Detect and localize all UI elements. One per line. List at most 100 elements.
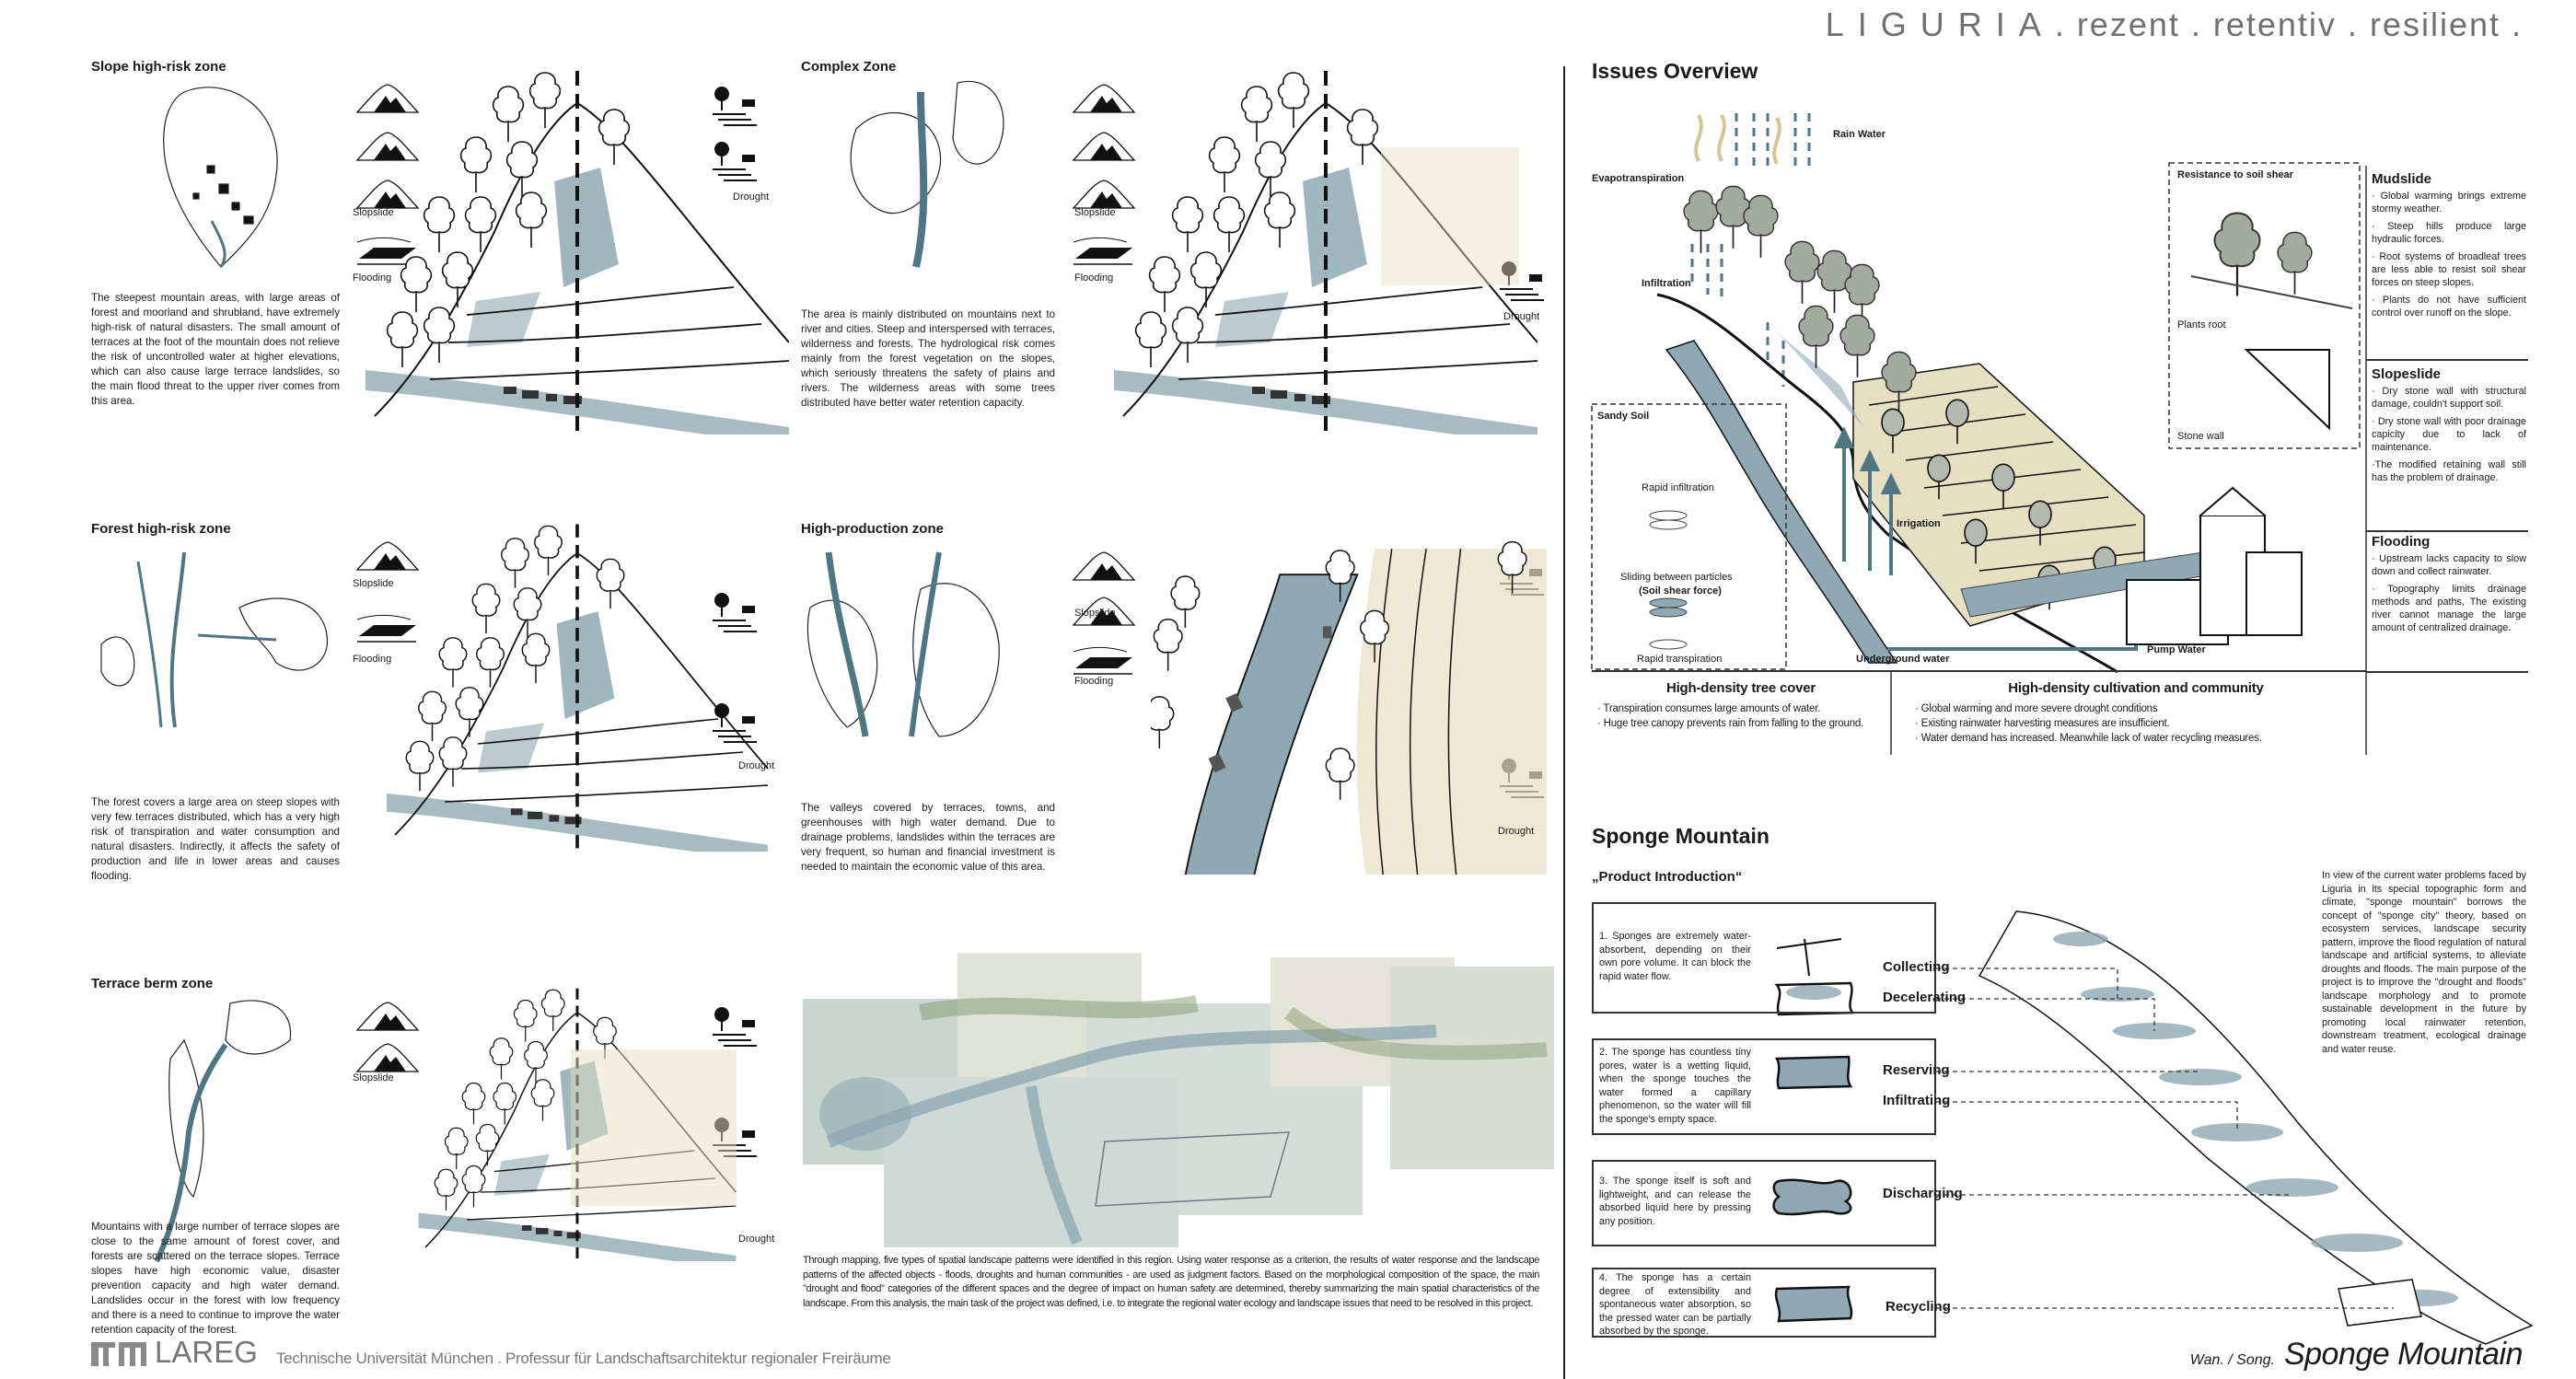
institution-name: Technische Universität München . Profess…: [276, 1350, 891, 1367]
sketch-production-zone: [1145, 542, 1547, 885]
zone-label-drought: Drought: [1498, 826, 1535, 837]
table-cultivation: High-density cultivation and community ·…: [1915, 681, 2357, 746]
zone-text-forest: The forest covers a large area on steep …: [91, 796, 340, 882]
step-text: 4. The sponge has a certain degree of ex…: [1599, 1272, 1751, 1337]
label-rain-water: Rain Water: [1833, 129, 1886, 140]
zone-label-flooding: Flooding: [353, 654, 392, 665]
step-text: 1. Sponges are extremely water-absorbent…: [1599, 931, 1751, 982]
authors: Wan. / Song.: [2189, 1352, 2275, 1368]
label-infiltration: Infiltration: [1642, 278, 1691, 289]
tum-logo: [91, 1342, 146, 1366]
zone-label-flooding: Flooding: [1074, 676, 1114, 687]
sponge-mountain-drawing: [1772, 910, 2534, 1345]
zone-label-drought: Drought: [738, 1234, 775, 1245]
zone-text-complex: The area is mainly distributed on mounta…: [801, 308, 1055, 409]
label-recycling: Recycling: [1886, 1299, 1951, 1315]
sponge-step-1: 1. Sponges are extremely water-absorbent…: [1592, 902, 1936, 1014]
label-reserving: Reserving: [1883, 1062, 1950, 1078]
mapping-summary: Through mapping, five types of spatial l…: [803, 1255, 1539, 1309]
table-point: · Huge tree canopy prevents rain from fa…: [1597, 718, 1864, 729]
label-infiltrating: Infiltrating: [1883, 1093, 1951, 1108]
table-point: · Water demand has increased. Meanwhile …: [1915, 733, 2262, 744]
zone-label-flooding: Flooding: [1074, 272, 1114, 284]
sponge-step-4: 4. The sponge has a certain degree of ex…: [1592, 1268, 1936, 1338]
aerial-photo-collage: [803, 953, 1554, 1247]
step-text: 3. The sponge itself is soft and lightwe…: [1599, 1176, 1751, 1227]
issue-divider: [2366, 671, 2528, 673]
map-production-zone: [806, 551, 1000, 737]
label-soil-shear: Resistance to soil shear: [2177, 169, 2293, 180]
issue-point: · Upstream lacks capacity to slow down a…: [2372, 553, 2526, 577]
zone-label-drought: Drought: [1503, 311, 1540, 322]
step-text: 2. The sponge has countless tiny pores, …: [1599, 1047, 1751, 1125]
zone-text-production: The valleys covered by terraces, towns, …: [801, 802, 1055, 873]
sketch-forest-zone: [387, 504, 768, 868]
zone-label-flooding: Flooding: [353, 272, 392, 284]
project-name: Sponge Mountain: [2283, 1337, 2524, 1372]
issue-point: · Steep hills produce large hydraulic fo…: [2372, 221, 2526, 245]
issues-diagram: [1591, 113, 2367, 755]
label-rapid-transpiration: Rapid transpiration: [1637, 654, 1723, 665]
issue-point: · Topography limits drainage methods and…: [2372, 584, 2526, 633]
sponge-step-2: 2. The sponge has countless tiny pores, …: [1592, 1038, 1936, 1135]
plant-root-sketch: [2190, 212, 2353, 431]
sponge-3-icon: [1772, 1178, 1852, 1216]
issues-title: Issues Overview: [1592, 59, 1758, 83]
issue-point: ·The modified retaining wall still has t…: [2372, 459, 2526, 483]
poster-title: LIGURIA. rezent . retentiv . resilient .: [1826, 6, 2523, 44]
table-point: · Existing rainwater harvesting measures…: [1915, 718, 2170, 729]
zone-title-slope: Slope high-risk zone: [91, 59, 226, 75]
zone-label-slopslide: Slopslide: [353, 1072, 394, 1084]
soil-shear-box: [2168, 162, 2361, 449]
label-sliding: Sliding between particles: [1620, 572, 1733, 583]
label-rapid-infiltration: Rapid infiltration: [1642, 482, 1714, 493]
title-region: LIGURIA: [1825, 6, 2055, 43]
zone-title-production: High-production zone: [801, 521, 944, 537]
issue-point: · Root systems of broadleaf trees are le…: [2372, 251, 2526, 288]
issue-flooding: Flooding · Upstream lacks capacity to sl…: [2372, 534, 2526, 639]
map-forest-zone: [100, 551, 329, 728]
label-irrigation: Irrigation: [1897, 518, 1941, 529]
lab-name: LAREG: [155, 1335, 258, 1369]
zone-label-drought: Drought: [733, 191, 770, 203]
issue-point: · Plants do not have sufficient control …: [2372, 295, 2526, 319]
label-discharging: Discharging: [1883, 1186, 1963, 1201]
sponge-title: Sponge Mountain: [1592, 824, 1770, 848]
label-shear-force: (Soil shear force): [1639, 585, 1722, 597]
zone-title-complex: Complex Zone: [801, 59, 897, 75]
issue-divider: [2366, 359, 2528, 361]
table-heading: High-density cultivation and community: [2008, 680, 2264, 696]
table-tree-cover: High-density tree cover · Transpiration …: [1597, 681, 1885, 731]
label-sandy-soil: Sandy Soil: [1597, 411, 1650, 422]
sandy-soil-box: [1591, 403, 1787, 670]
map-slope-zone: [163, 87, 278, 268]
label-decelerating: Decelerating: [1883, 990, 1967, 1005]
sponge-description: In view of the current water problems fa…: [2322, 870, 2526, 1055]
issue-divider: [2366, 530, 2528, 532]
label-collecting: Collecting: [1883, 959, 1950, 975]
table-point: · Transpiration consumes large amounts o…: [1597, 703, 1821, 714]
zone-title-terrace: Terrace berm zone: [91, 976, 214, 991]
table-point: · Global warming and more severe drought…: [1915, 703, 2158, 714]
zone-label-slopslide: Slopslide: [353, 578, 394, 589]
label-evapotranspiration: Evapotranspiration: [1592, 173, 1685, 184]
label-plants-root: Plants root: [2177, 319, 2226, 330]
map-terrace-zone: [154, 1000, 292, 1263]
zone-label-slopslide: Slopslide: [353, 207, 394, 218]
zone-label-drought: Drought: [738, 760, 775, 771]
zone-label-slopslide: Slopslide: [1074, 608, 1116, 619]
map-complex-zone: [850, 80, 1004, 268]
label-underground-water: Underground water: [1856, 654, 1950, 665]
issue-title: Flooding: [2372, 534, 2431, 550]
sponge-4-icon: [1774, 1285, 1853, 1323]
zone-text-terrace: Mountains with a large number of terrace…: [91, 1221, 340, 1336]
issue-title: Slopeslide: [2372, 366, 2442, 382]
issue-title: Mudslide: [2372, 171, 2432, 187]
sponge-step-3: 3. The sponge itself is soft and lightwe…: [1592, 1160, 1936, 1246]
issue-point: · Dry stone wall with structural damage,…: [2372, 386, 2526, 410]
title-tagline: . rezent . retentiv . resilient .: [2054, 6, 2523, 43]
table-heading: High-density tree cover: [1665, 680, 1816, 696]
issue-point: · Dry stone wall with poor drainage capi…: [2372, 416, 2526, 453]
label-pump-water: Pump Water: [2147, 644, 2206, 655]
